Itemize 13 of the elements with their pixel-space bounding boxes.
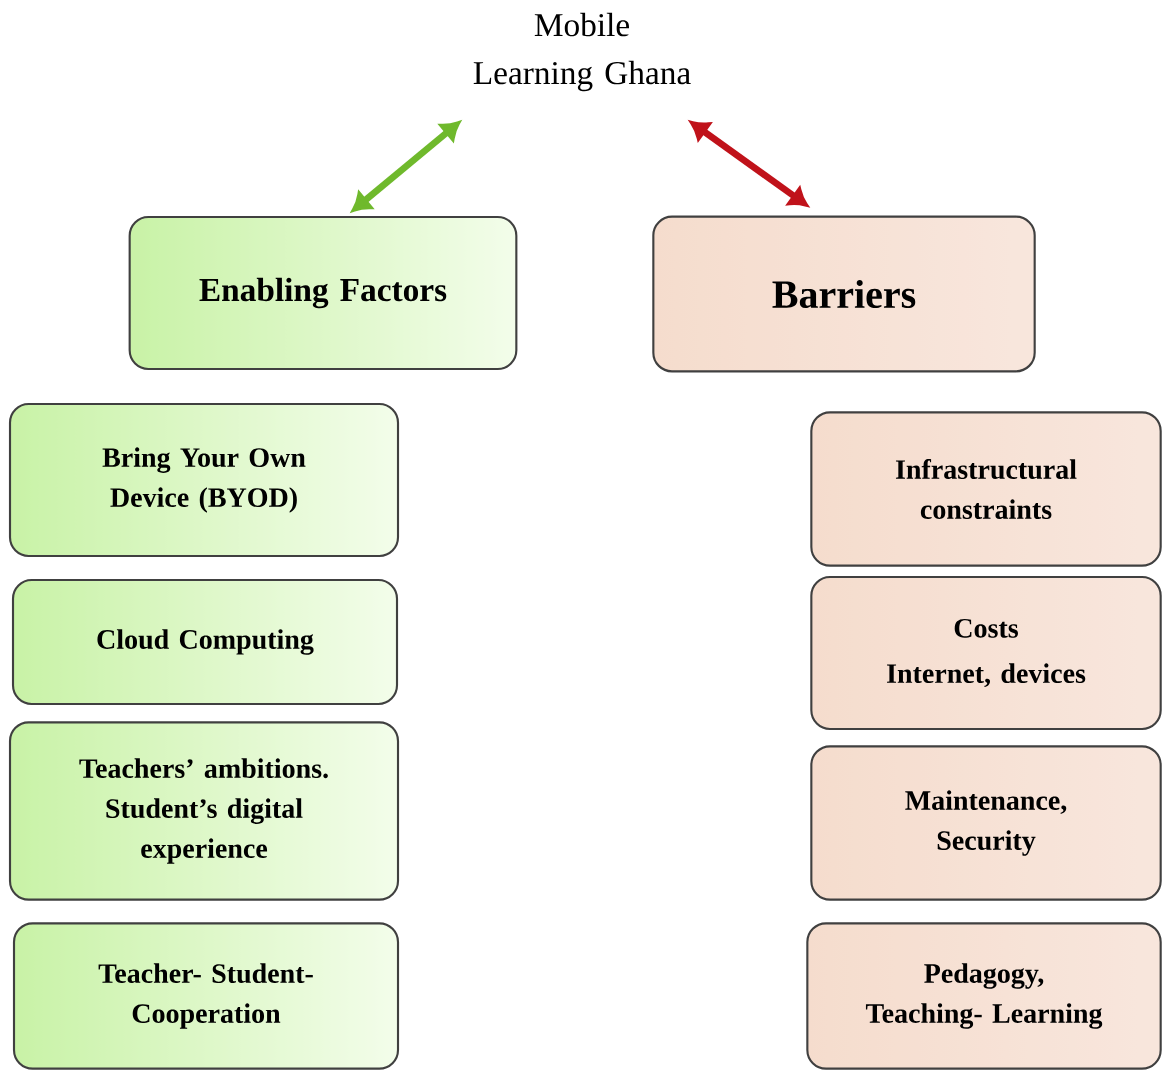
- double-arrow: [690, 121, 808, 207]
- factor-box: Cloud Computing: [11, 578, 399, 706]
- factor-box: Infrastructural constraints: [810, 411, 1162, 567]
- factor-box: Teachers’ ambitions. Student’s digital experience: [8, 721, 400, 901]
- factor-box: Teacher- Student- Cooperation: [12, 922, 400, 1070]
- title: Mobile Learning Ghana: [473, 12, 691, 92]
- factor-box: Maintenance, Security: [810, 745, 1162, 901]
- factor-box: Bring Your Own Device (BYOD): [8, 402, 400, 558]
- factor-box: Pedagogy, Teaching- Learning: [806, 922, 1162, 1070]
- category-box: Barriers: [652, 215, 1036, 373]
- category-box: Enabling Factors: [128, 215, 518, 371]
- factor-box: Costs Internet, devices: [810, 575, 1162, 731]
- double-arrow: [352, 121, 460, 212]
